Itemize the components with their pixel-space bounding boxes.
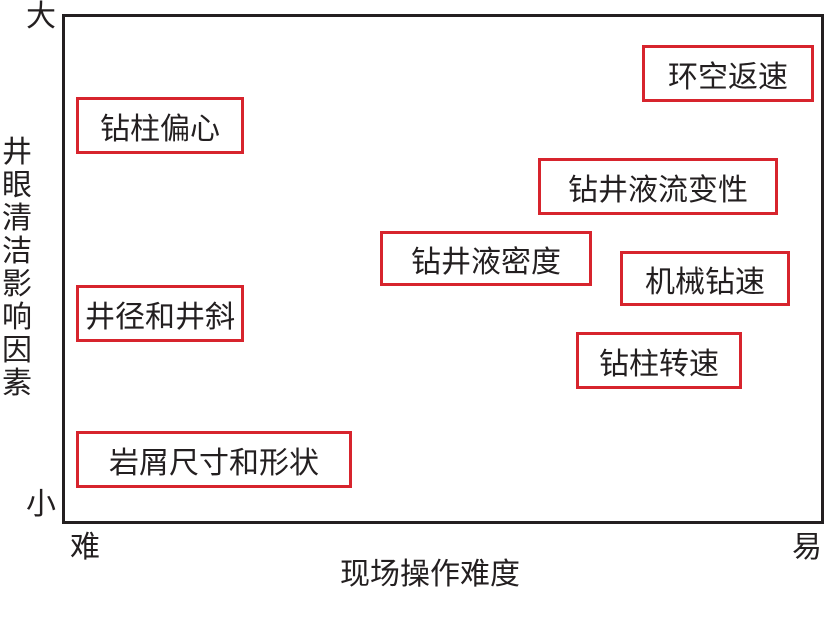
x-axis-max-label: 易: [792, 530, 822, 565]
factor-cuttings-size-shape: 岩屑尺寸和形状: [76, 431, 352, 488]
y-axis-title: 井眼清洁影响因素: [2, 135, 32, 401]
y-axis-max-label: 大: [26, 0, 56, 34]
diagram-frame: [62, 14, 824, 524]
factor-drillstring-eccentricity: 钻柱偏心: [76, 97, 244, 154]
factor-drillstring-rotation-speed: 钻柱转速: [576, 332, 742, 389]
x-axis-title: 现场操作难度: [340, 557, 520, 592]
y-axis-min-label: 小: [26, 487, 56, 522]
factor-rate-of-penetration: 机械钻速: [620, 251, 790, 306]
factor-annular-velocity: 环空返速: [642, 45, 814, 102]
factor-hole-size-inclination: 井径和井斜: [76, 285, 244, 342]
factor-mud-density: 钻井液密度: [380, 231, 592, 286]
x-axis-min-label: 难: [70, 530, 100, 565]
factor-mud-rheology: 钻井液流变性: [538, 158, 778, 215]
